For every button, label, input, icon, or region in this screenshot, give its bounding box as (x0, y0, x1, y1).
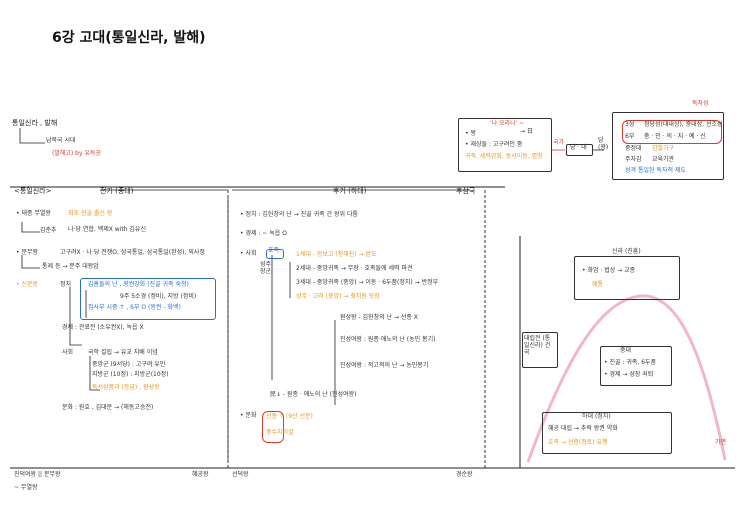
late-soc-n4: 성주 · 고려 (중앙) → 최치원 등장 (296, 293, 380, 300)
topright-list-k3: 주자감 (625, 156, 642, 163)
early-item3: • 신문왕 (16, 281, 39, 288)
early-pol1: 김흠돌의 난 , 왕권강화 (진골 귀족 숙청) (88, 281, 189, 288)
early-pol: 정치 (60, 281, 72, 288)
early-soc: 사회 (62, 349, 74, 356)
early-item1r2: 나·당 연합, 백제X with 김유신 (68, 226, 146, 233)
topright-list-v0: 정당성(대내상), 중대성, 선조성 (644, 121, 723, 128)
bottom-left3: 혜공왕 (192, 471, 209, 478)
late-cul1: 선종 ↑ (9산 선문) (266, 413, 313, 420)
topright-list-v3: 교육기관 (652, 156, 675, 163)
topright-list-k1: 6부 (625, 133, 635, 140)
graph-top-note1: • 화엄 · 법상 → 교종 (582, 267, 636, 274)
late-pol: • 정치 : 김헌창의 난 → 진골 귀족 간 왕위 다툼 (240, 211, 358, 218)
topright-king-box (458, 118, 552, 172)
early-item1r: 최초 진골 출신 왕 (68, 210, 113, 217)
graph-low-2: 호족 → 선종(정토) 유행 (548, 439, 608, 446)
topright-list-k2: 중정대 (625, 145, 642, 152)
late-econ: • 경제 : ~ 녹읍 O (240, 230, 287, 237)
late-soc-n3: 3세대 - 중앙귀족 (중앙) → 이동 · 6두품(정치) → 반정부 (296, 279, 439, 286)
early-politics-box (80, 278, 216, 320)
header-late: 후기 (하대) (333, 187, 367, 195)
early-item2: • 문무왕 (16, 249, 39, 256)
topleft-line2: 남북국 시대 (46, 137, 76, 144)
topright-mid-label: 국가 (553, 139, 565, 146)
late-cul: • 문화 (240, 412, 257, 419)
graph-mid-box (600, 346, 672, 386)
topright-dokjaseong: 독자성 (692, 100, 709, 107)
late-soc-label1: 호족 (268, 247, 280, 254)
graph-low-title: 하대 (정치) (582, 413, 611, 420)
header-early: 전기 (중대) (100, 187, 134, 195)
late-sub2: 진성여왕 : 원종·애노의 난 (농민 봉기) (340, 336, 436, 343)
early-soc3: 지방군 (10정) : 지방군(10정) (92, 371, 169, 378)
early-pol3: 9주 5소경 (정비), 지방 (정비) (120, 293, 197, 300)
graph-mid-title: 중대 (620, 347, 632, 354)
graph-low-box (542, 412, 672, 454)
topright-middle-box (566, 144, 593, 156)
graph-low-1: 혜공 대립 → 추락 왕권 약화 (548, 425, 618, 432)
graph-top-box (574, 256, 680, 300)
topright-red-outline (622, 120, 722, 144)
topright-list-k0: 3성 (625, 121, 635, 128)
topright-arrow-day: → 日 (520, 128, 533, 135)
early-item1b: 김춘추 (40, 227, 57, 234)
early-soc1: 국학 설립 → 유교 지배 이념 (88, 349, 158, 356)
topright-list-v1: 충 · 인 · 의 · 지 · 예 · 신 (644, 133, 706, 140)
graph-left-box (522, 332, 558, 368)
late-sub1: 원성왕 - 김헌창의 난 → 선종 X (340, 314, 418, 321)
late-culture-box (262, 411, 284, 443)
header-right: 후삼국 (456, 187, 476, 195)
topright-small-note: 당 (왕) (598, 137, 609, 151)
topleft-line1: 통일신라 , 발해 (12, 119, 58, 127)
early-econ: 경제 : 관료전 (소유권X), 녹읍 X (62, 324, 144, 331)
early-item1: • 태종 무열왕 (16, 210, 51, 217)
header-left: <통일신라> (14, 187, 52, 195)
bottom-right: 경순왕 (456, 471, 473, 478)
late-soc-label2: 성주 장군 (260, 261, 272, 275)
topleft-line3: (발해고) by 유득공 (52, 150, 101, 157)
graph-mid-1: • 진골 : 귀족, 6두품 (604, 359, 657, 366)
bottom-mid: 선덕왕 (232, 471, 249, 478)
topright-system-box (612, 112, 724, 180)
page-title: 6강 고대(통일신라, 발해) (52, 30, 206, 46)
early-item2b: 통제 등 → 분주 대왕암 (42, 263, 99, 270)
graph-left-box-text: 대립전 (통일신라) 건국 (524, 335, 551, 356)
topright-middle-text: 당 · 대 (570, 144, 587, 151)
topright-bullet1: • 왕 (465, 130, 476, 137)
early-cul: 문화 : 원효 , 김대문 → (해동고승전) (62, 404, 154, 411)
topright-bullet2: • 재상들 : 고구려인 중 (465, 141, 523, 148)
topright-note: '나 오라니' ~ (490, 120, 525, 127)
late-cul2: 풍수지리설 (266, 429, 294, 436)
early-pol2: 집사부 시중 ↑ , 6부 O (왕권 - 화백) (88, 304, 181, 311)
early-soc2: 중앙군 (9서당) : 고구려 유민 (92, 361, 166, 368)
bottom-left1: 진덕여왕 || 문무왕 (14, 471, 61, 478)
graph-right-label: 가면 (715, 439, 727, 446)
topright-list-v2: 감찰기구 (652, 145, 675, 152)
topright-list-v4: 성격 통일된 독자적 제도 (625, 167, 686, 174)
late-people: 民↓ - 원종 · 애노의 난 (진성여왕) (270, 391, 357, 398)
graph-top-note2: 혜통 (592, 281, 604, 288)
graph-mid-2: • 경제 → 성장 쇠퇴 (604, 371, 654, 378)
late-soc-n1: 1세대 - 장보고 (청해진) → 완도 (296, 251, 377, 258)
late-soc-n2: 2세대 - 중앙귀족 → 무장 · 호족들에 세력 파견 (296, 265, 413, 272)
bottom-left2: ~ 무열왕 (14, 484, 38, 491)
late-soc: • 사회 (240, 250, 257, 257)
graph-top-label: 신라 (진흥) (612, 248, 641, 255)
topright-bullet3: 귀족, 세력강화, 동서이동, 명칭 (465, 153, 543, 160)
early-item2r: 고구려X · 나·당 전쟁O, 삼국통일, 삼국통일(완성), 외사정 (60, 249, 205, 256)
late-hojok-box (266, 249, 284, 259)
early-soc4: 독서삼품과 (등급) , 원성왕 (92, 384, 160, 391)
late-sub3: 진성여왕 : 적고적의 난 → 농민봉기 (340, 362, 429, 369)
